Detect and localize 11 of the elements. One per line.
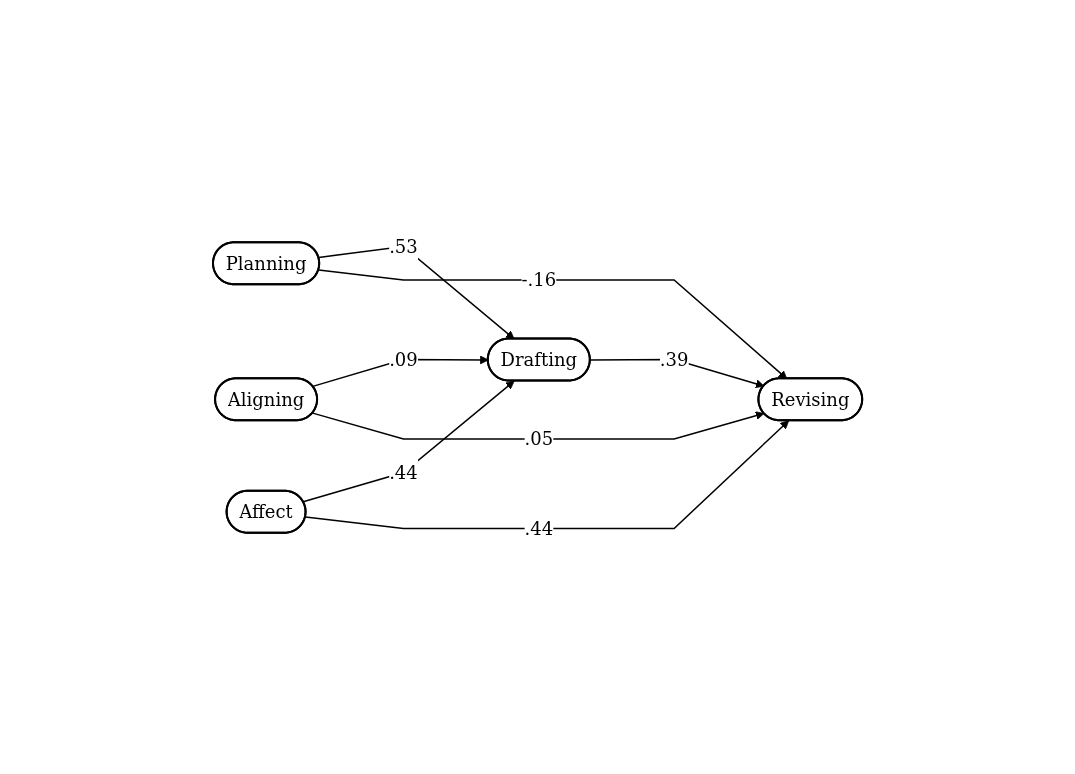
arrow	[317, 268, 788, 379]
edge-label: .44	[524, 517, 554, 539]
edge-label: .39	[659, 348, 689, 370]
edge-label: -.16	[521, 269, 557, 290]
edge-label: .53	[389, 235, 418, 257]
arrow	[302, 380, 515, 502]
arrow	[304, 419, 789, 529]
arrow	[311, 410, 765, 440]
edge-label: .44	[389, 461, 418, 483]
edge-label: .05	[524, 427, 554, 449]
edge-label: .09	[389, 348, 418, 370]
